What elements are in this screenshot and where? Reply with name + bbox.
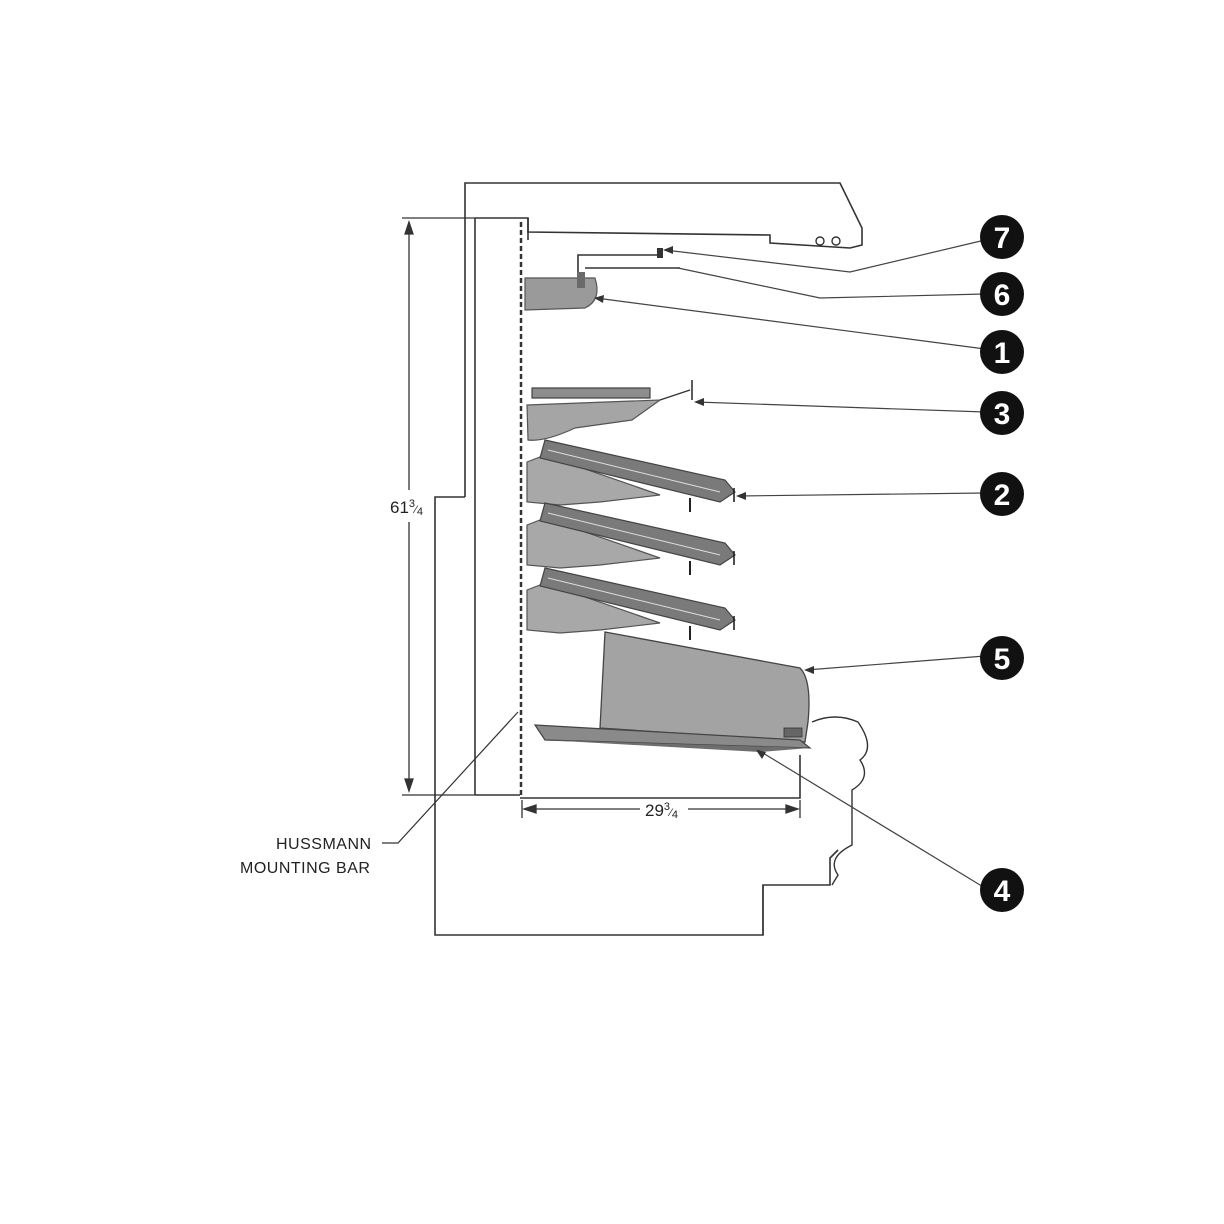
callout-number: 6 <box>994 279 1011 312</box>
note-line-1: HUSSMANN <box>276 836 372 853</box>
height-value: 613⁄4 <box>390 498 423 518</box>
angled-shelf <box>526 567 736 640</box>
note-line-2: MOUNTING BAR <box>240 860 370 877</box>
top-light-shelf <box>524 248 680 311</box>
callout-number: 5 <box>994 643 1011 676</box>
canopy-lights <box>815 236 841 246</box>
callout-3: 3 <box>980 391 1024 435</box>
callout-number: 1 <box>994 337 1011 370</box>
callout-7: 7 <box>980 215 1024 259</box>
callout-leaders <box>595 239 986 889</box>
shelf-flat <box>526 380 693 441</box>
callout-5: 5 <box>980 636 1024 680</box>
angled-shelf <box>526 502 736 575</box>
callout-number: 2 <box>994 479 1011 512</box>
callouts: 7 6 1 3 2 5 4 <box>980 215 1024 912</box>
bottom-deck <box>533 631 812 752</box>
front-bumper <box>811 716 869 886</box>
callout-number: 7 <box>994 222 1011 255</box>
back-wall <box>474 218 520 796</box>
angled-shelf <box>526 439 736 512</box>
callout-2: 2 <box>980 472 1024 516</box>
height-dimension <box>402 217 475 796</box>
note-leader <box>382 711 519 844</box>
callout-number: 3 <box>994 398 1011 431</box>
leader-arrows <box>594 246 814 759</box>
depth-dimension <box>521 800 801 818</box>
callout-1: 1 <box>980 330 1024 374</box>
callout-4: 4 <box>980 868 1024 912</box>
callout-6: 6 <box>980 272 1024 316</box>
depth-value: 293⁄4 <box>645 801 678 821</box>
angled-shelves <box>526 439 736 640</box>
callout-number: 4 <box>994 875 1011 908</box>
